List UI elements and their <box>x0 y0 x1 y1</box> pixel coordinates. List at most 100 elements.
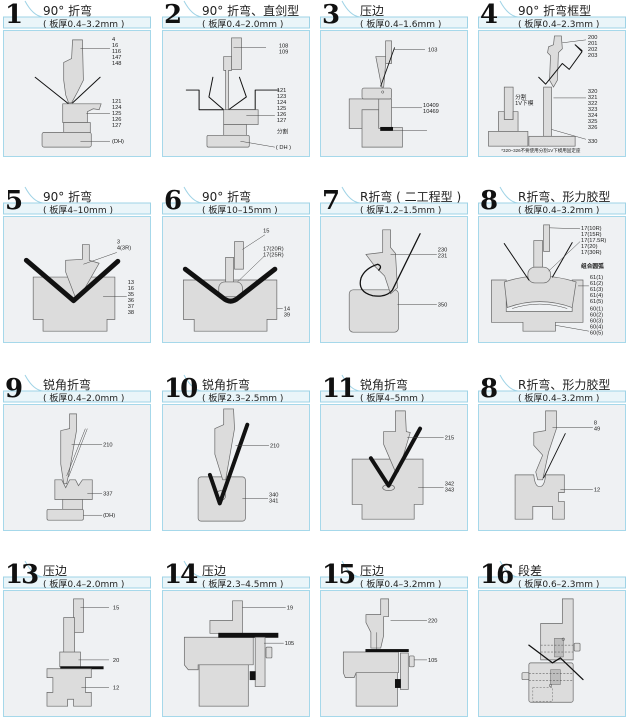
gooseneck-punch <box>533 410 557 481</box>
die-holder <box>63 122 91 133</box>
panel-title: 压边 <box>43 564 68 578</box>
callout-label: 分割 <box>277 127 289 135</box>
callout-label-line: 60(2) <box>590 313 603 319</box>
callout-label-line: 341 <box>269 499 279 505</box>
die-holder <box>491 279 584 332</box>
callout-label: (DH) <box>112 139 124 145</box>
panel-number: 8 <box>480 186 498 216</box>
callout-label-line: 337 <box>103 492 113 498</box>
callout-label-line: 322 <box>588 101 598 107</box>
callout-label: 210 <box>270 443 280 449</box>
callout-label-line: 16 <box>128 286 134 292</box>
callout-label-line: 127 <box>112 123 122 129</box>
callout-label-line: 325 <box>588 119 598 125</box>
panel-title: R折弯、形力胶型 <box>518 190 611 204</box>
callout-label: 103 <box>428 48 438 54</box>
callout-label-line: 127 <box>277 118 287 124</box>
callout-label-line: 16 <box>112 43 118 49</box>
die <box>46 668 92 707</box>
split-die <box>503 86 514 120</box>
sheet-metal <box>380 47 395 87</box>
panel-header: 8 R折弯、形力胶型 ( 板厚0.4–3.2mm ) <box>478 186 626 216</box>
callout-label-line: 14 <box>284 307 290 313</box>
flattening-punch <box>59 651 81 668</box>
callout-label-line: 220 <box>428 618 438 624</box>
tool-diagram: 210 337 (DH) <box>3 404 151 531</box>
die <box>514 474 565 520</box>
offset-sheet <box>528 644 584 681</box>
die-holder <box>223 124 247 136</box>
panel-number: 1 <box>5 0 23 30</box>
panel-thickness: ( 板厚0.4–3.2mm ) <box>360 580 442 590</box>
callout-label-line: 10409 <box>423 103 439 109</box>
panel-header: 10 锐角折弯 ( 板厚2.3–2.5mm ) <box>162 374 310 404</box>
panel-number: 14 <box>164 560 198 590</box>
callout-label-line: 210 <box>270 443 280 449</box>
thick-sheet <box>368 426 423 488</box>
callout-label: 组合圆弧 <box>581 262 604 270</box>
panel-thickness: ( 板厚0.4–2.3mm ) <box>518 20 600 30</box>
callout-label-line: 105 <box>428 658 438 664</box>
callout-label-line: 61(4) <box>590 293 603 299</box>
callout-label-line: 49 <box>594 427 600 433</box>
callout-label: 220 <box>428 618 438 624</box>
callout-label-line: 61(3) <box>590 287 603 293</box>
punch <box>375 56 386 88</box>
callout-label-line: 分割 <box>515 93 527 101</box>
callout-label-line: 340 <box>269 493 279 499</box>
callout-label-line: 231 <box>438 253 448 259</box>
tool-panel-6: 6 90° 折弯 ( 板厚10–15mm ) 15 17(20R)17(25R)… <box>162 186 310 343</box>
panel-header: 13 压边 ( 板厚0.4–2.0mm ) <box>3 560 151 590</box>
die-post <box>543 86 552 137</box>
panel-title: 锐角折弯 <box>360 378 409 392</box>
panel-title: R折弯 ( 二工程型 ) <box>360 190 462 204</box>
panel-title: 锐角折弯 <box>43 378 92 392</box>
bolt <box>265 646 273 659</box>
callout-label-line: 200 <box>588 35 598 41</box>
panel-header: 7 R折弯 ( 二工程型 ) ( 板厚1.2–1.5mm ) <box>320 186 468 216</box>
punch <box>533 240 543 268</box>
panel-header: 9 锐角折弯 ( 板厚0.4–2.0mm ) <box>3 374 151 404</box>
callout-label: 15 <box>113 606 119 612</box>
callout-label-line: 326 <box>588 125 598 131</box>
callout-label-line: 61(2) <box>590 281 603 287</box>
callout-label-line: 17(25R) <box>263 252 284 258</box>
callout-label: 105 <box>428 658 438 664</box>
tool-panel-9: 9 锐角折弯 ( 板厚0.4–2.0mm ) 210 337 (DH) <box>3 374 151 531</box>
callout-label-line: 3 <box>117 240 120 246</box>
die <box>223 109 259 125</box>
panel-thickness: ( 板厚0.4–2.0mm ) <box>43 394 125 404</box>
callout-label-line: 343 <box>445 488 455 494</box>
punch <box>63 617 75 658</box>
callout-label-line: 10469 <box>423 109 439 115</box>
callout-label-line: 17(10R) <box>581 226 602 232</box>
acute-die <box>54 479 93 500</box>
sheet-metal <box>218 632 279 638</box>
panel-header: 2 90° 折弯、直剑型 ( 板厚0.4–2.0mm ) <box>162 0 310 30</box>
callout-label-line: 123 <box>277 94 287 100</box>
panel-header: 15 压边 ( 板厚0.4–3.2mm ) <box>320 560 468 590</box>
panel-number: 13 <box>5 560 39 590</box>
callout-label-line: 202 <box>588 47 598 53</box>
callout-label-line: 126 <box>112 117 122 123</box>
callout-label-line: 17(30R) <box>581 250 602 256</box>
die <box>348 289 399 333</box>
callout-label-line: 17(20R) <box>263 246 284 252</box>
callout-label-line: 35 <box>128 292 134 298</box>
box-sheet <box>538 44 583 85</box>
callout-label-line: 105 <box>285 641 294 647</box>
callout-label-line: 148 <box>112 61 122 67</box>
callout-label-line: 124 <box>277 100 287 106</box>
panel-header: 14 压边 ( 板厚2.3–4.5mm ) <box>162 560 310 590</box>
die-base <box>528 135 576 147</box>
callout-label: 105 <box>285 641 294 647</box>
